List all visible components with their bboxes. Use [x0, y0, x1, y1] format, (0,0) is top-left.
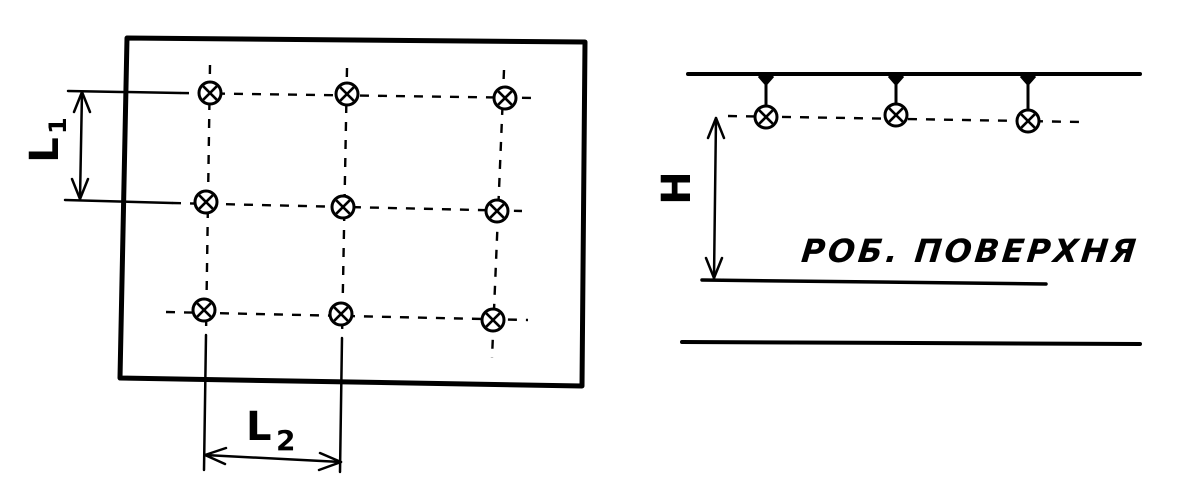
dimension-line: [78, 90, 84, 201]
luminaire-cross-circle-icon: [484, 198, 510, 224]
luminaire-cross-circle-icon: [197, 80, 223, 106]
section-view: H РОБ. ПОВЕРХНЯ: [654, 72, 1142, 346]
l1-label: L: [22, 137, 68, 163]
plan-luminaires: [191, 80, 518, 333]
luminaire-cross-circle-icon: [334, 81, 360, 107]
arrow-head: [72, 90, 92, 114]
dimension-line: [712, 116, 718, 280]
luminaire-cross-circle-icon: [1015, 108, 1041, 134]
dimension-l2: L 2: [202, 333, 344, 474]
suspension-stem: [887, 74, 905, 104]
plan-view: L 1 L 2: [22, 35, 588, 474]
extension-line: [202, 333, 208, 472]
extension-line: [338, 336, 344, 474]
arrow-head: [203, 446, 228, 466]
extension-line: [66, 89, 182, 95]
work-surface-line: [700, 278, 1048, 286]
luminaire-cross-circle-icon: [480, 307, 506, 333]
dimension-h: H: [654, 116, 726, 280]
suspension-stem: [1019, 74, 1037, 110]
extension-line: [63, 198, 174, 205]
luminaire-cross-circle-icon: [191, 297, 217, 323]
section-luminaires: [753, 74, 1041, 134]
luminaire-cross-circle-icon: [883, 102, 909, 128]
grid-row-line: [179, 91, 533, 100]
luminaire-cross-circle-icon: [492, 85, 518, 111]
l1-subscript: 1: [44, 117, 72, 134]
grid-row-line: [171, 201, 523, 213]
suspension-stem: [757, 74, 775, 106]
arrow-head: [706, 116, 726, 140]
dimension-l1: L 1: [22, 89, 182, 205]
arrow-head: [317, 451, 343, 472]
arrow-head: [704, 256, 724, 280]
l2-label: L: [246, 404, 272, 450]
luminaire-cross-circle-icon: [753, 104, 779, 130]
floor-line: [680, 340, 1142, 346]
l2-subscript: 2: [276, 424, 295, 457]
luminaire-cross-circle-icon: [330, 194, 356, 220]
arrow-head: [70, 177, 90, 201]
luminaire-cross-circle-icon: [328, 301, 354, 327]
room-outline: [117, 35, 588, 389]
h-label: H: [654, 171, 700, 204]
dimension-line: [203, 453, 343, 464]
work-surface-label: РОБ. ПОВЕРХНЯ: [800, 232, 1141, 270]
luminaire-cross-circle-icon: [193, 189, 219, 215]
